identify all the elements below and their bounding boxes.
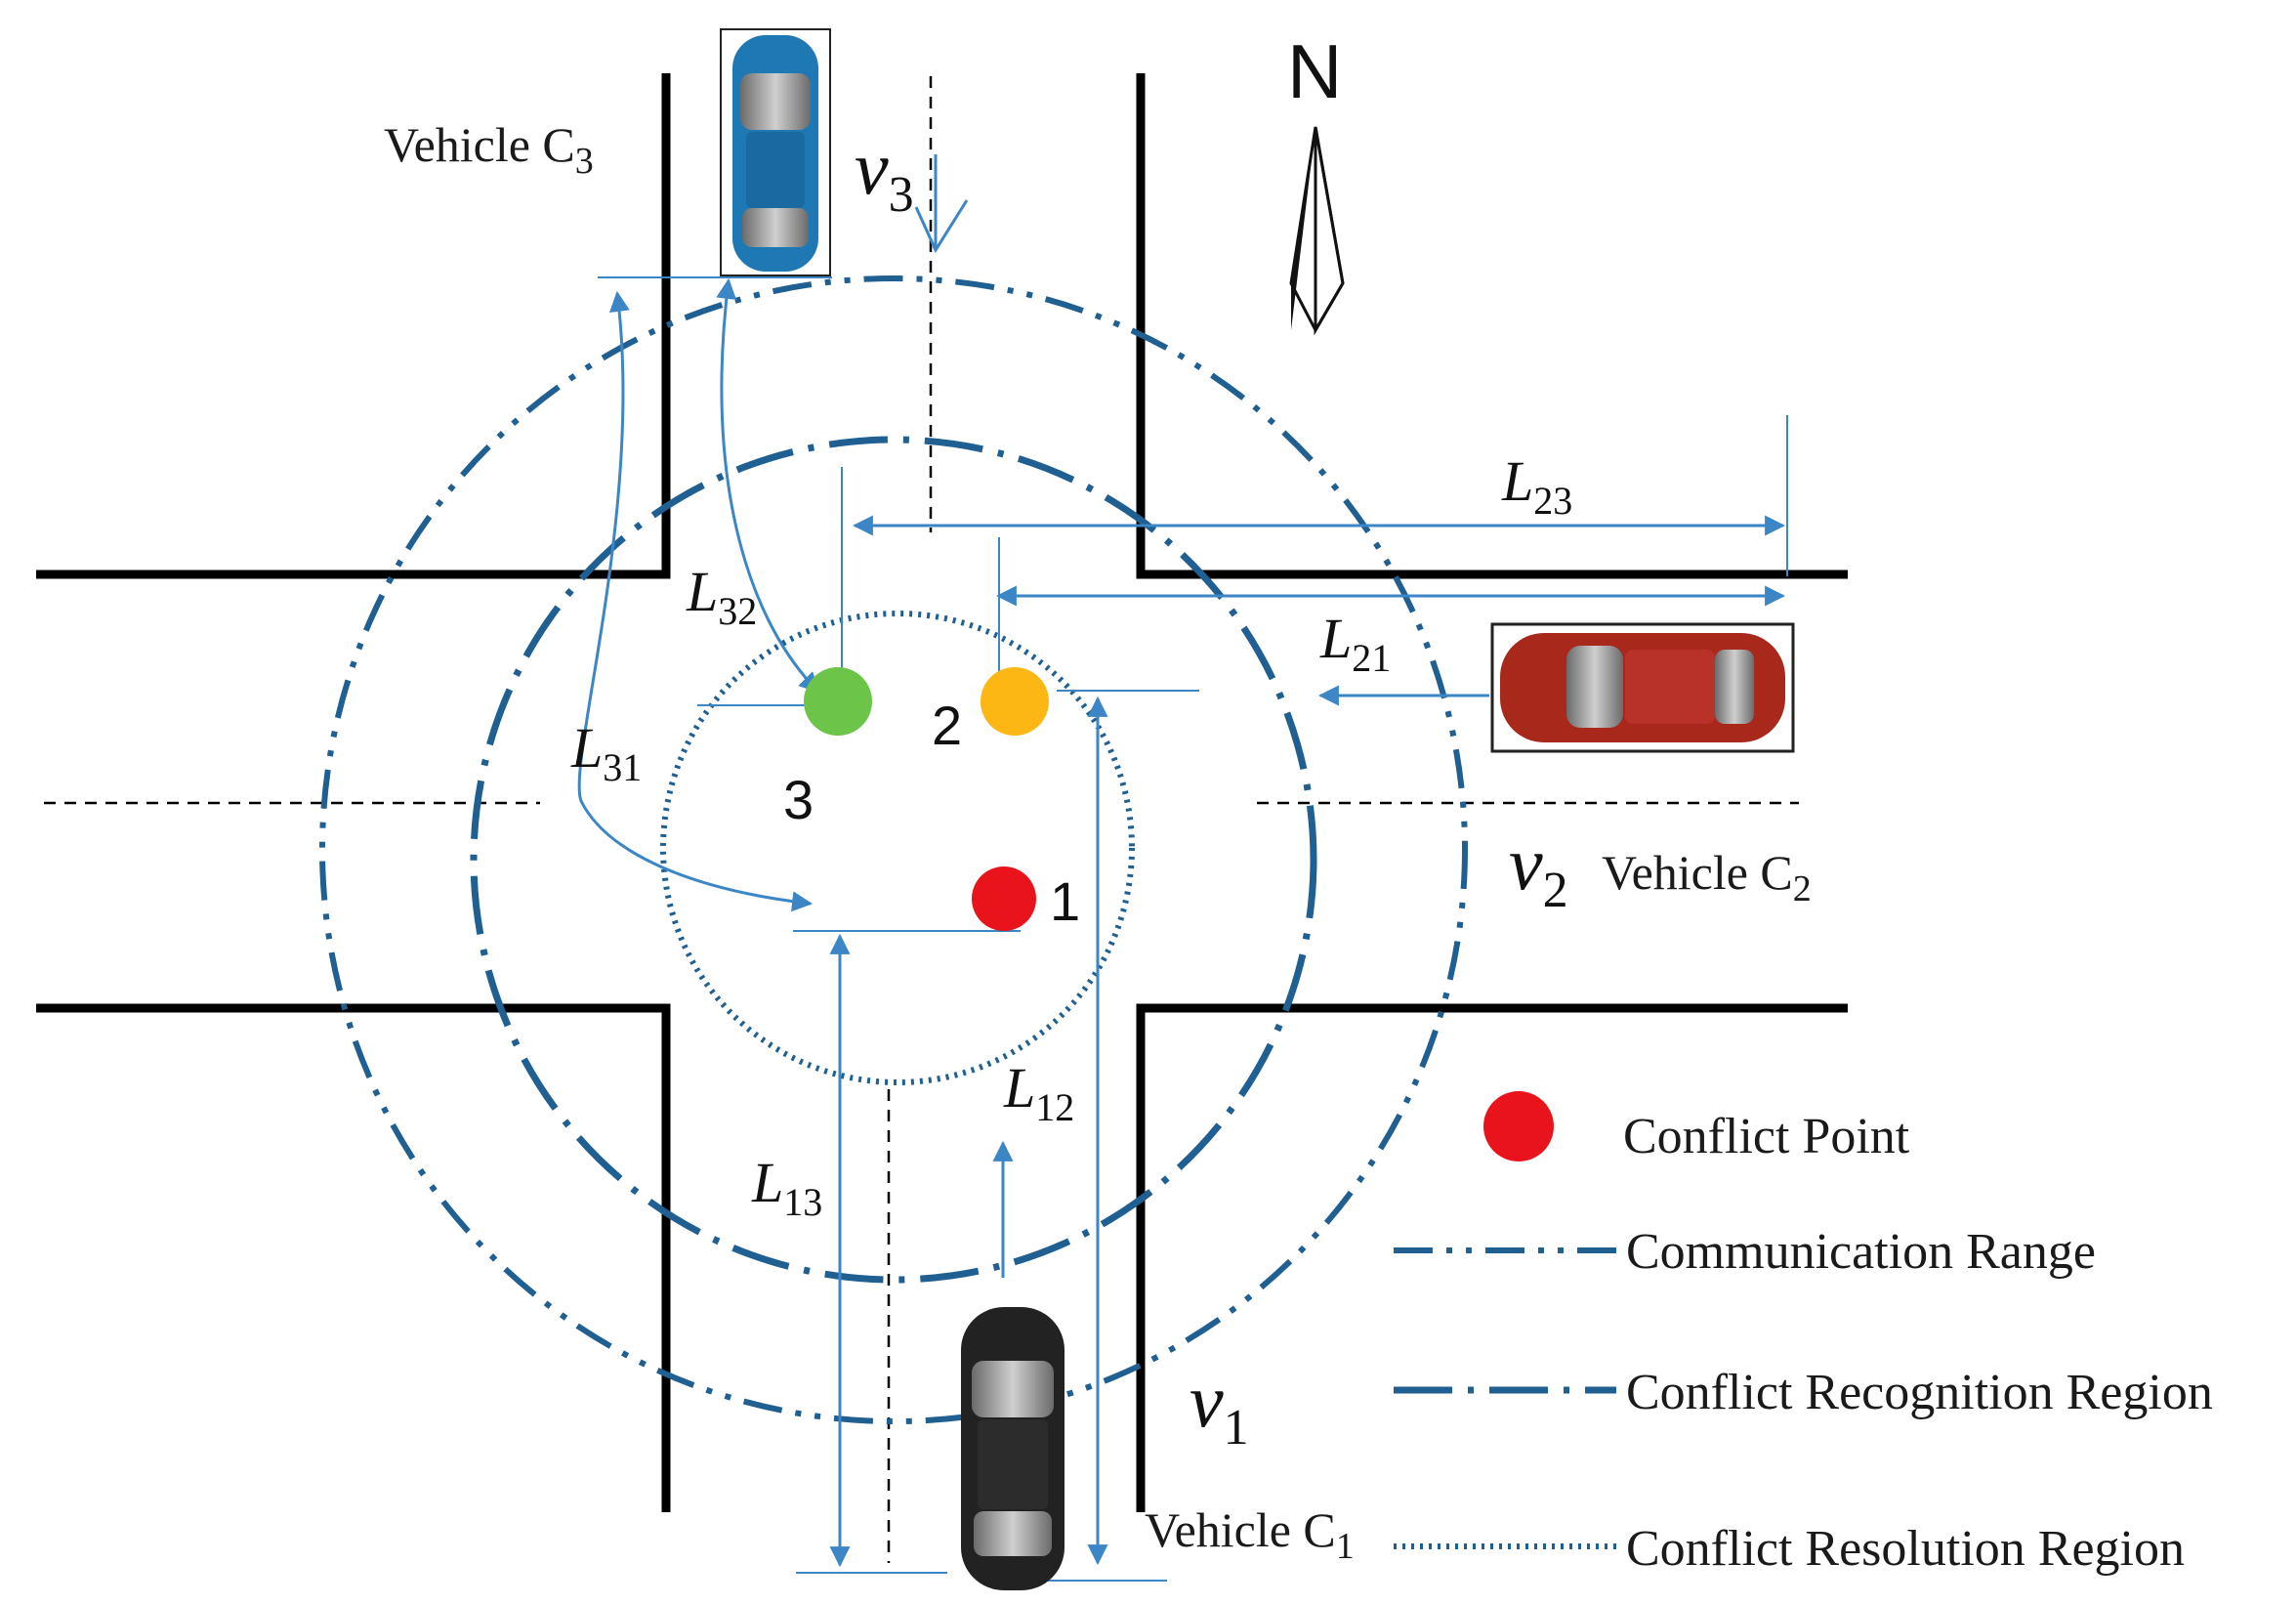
conflict-point-1 <box>972 866 1036 931</box>
distance-l13-label: L13 <box>751 1151 822 1224</box>
speed-v1-label: v1 <box>1190 1358 1249 1456</box>
distance-l32-label: L32 <box>686 560 757 633</box>
speed-v2-label: v2 <box>1509 821 1568 918</box>
conflict-point-2-label: 2 <box>932 695 962 756</box>
distance-l21-label: L21 <box>1319 607 1391 680</box>
legend-conflict-point-label: Conflict Point <box>1623 1109 1910 1164</box>
conflict-point-1-label: 1 <box>1050 870 1080 932</box>
vehicle-c2-icon <box>1490 622 1795 753</box>
conflict-recognition-circle <box>470 436 1317 1284</box>
conflict-point-3 <box>804 667 872 736</box>
legend-communication-range-label: Communication Range <box>1626 1224 2096 1280</box>
lane-center-lines <box>44 76 1799 1563</box>
road-edges <box>36 73 1848 1512</box>
vehicle-c2-label: Vehicle C2 <box>1602 845 1812 909</box>
compass-north-label: N <box>1287 28 1342 114</box>
vehicle-c3-icon <box>720 28 831 276</box>
conflict-resolution-circle <box>660 611 1135 1085</box>
distance-l31-label: L31 <box>570 716 642 789</box>
legend: Conflict Point Communication Range Confl… <box>1394 1091 2213 1577</box>
conflict-point-2 <box>981 667 1049 736</box>
distance-l23-label: L23 <box>1501 449 1572 523</box>
dimension-lines <box>577 154 1788 1582</box>
conflict-point-3-label: 3 <box>783 769 814 830</box>
legend-conflict-recognition-label: Conflict Recognition Region <box>1626 1365 2213 1420</box>
legend-conflict-resolution-label: Conflict Resolution Region <box>1626 1521 2185 1577</box>
vehicle-c3-label: Vehicle C3 <box>384 117 594 182</box>
legend-conflict-point-swatch <box>1483 1091 1554 1162</box>
vehicle-c1-label: Vehicle C1 <box>1145 1502 1355 1567</box>
vehicle-c1-icon <box>961 1307 1065 1590</box>
communication-range-circle <box>319 275 1468 1424</box>
distance-l12-label: L12 <box>1003 1056 1074 1129</box>
north-compass-icon <box>1289 126 1345 336</box>
speed-v3-label: v3 <box>855 125 914 223</box>
